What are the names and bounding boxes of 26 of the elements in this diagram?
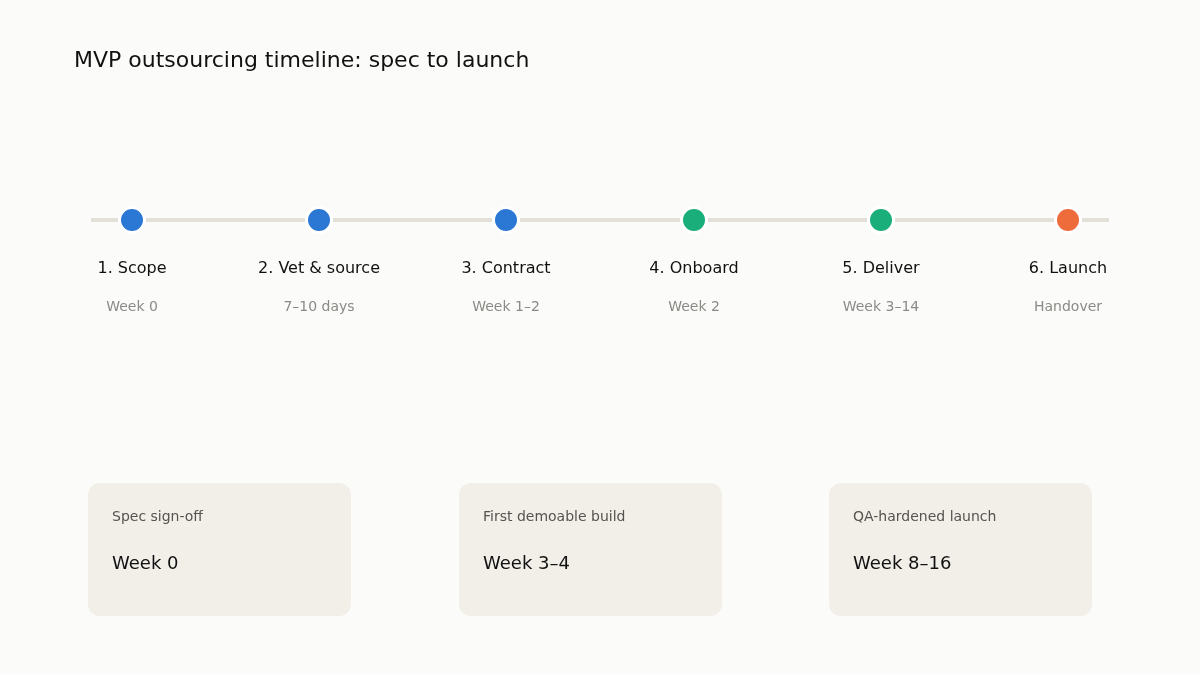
timeline-line xyxy=(895,218,1054,222)
duration-label: Week 0 xyxy=(106,297,158,315)
milestone-label: 3. Contract xyxy=(461,258,551,278)
card-caption: First demoable build xyxy=(483,507,626,525)
card-date: Week 8–16 xyxy=(853,552,952,574)
milestone-label: 2. Vet & source xyxy=(258,258,380,278)
duration-label: Week 3–14 xyxy=(842,297,920,315)
timeline-line xyxy=(333,218,492,222)
duration-label: Handover xyxy=(1033,297,1103,315)
timeline-line xyxy=(708,218,867,222)
timeline-line xyxy=(146,218,305,222)
timeline-line xyxy=(1082,218,1109,222)
milestone-label: 5. Deliver xyxy=(842,258,920,278)
milestone-label: 4. Onboard xyxy=(649,258,739,278)
card-caption: Spec sign-off xyxy=(112,507,203,525)
diagram-title: MVP outsourcing timeline: spec to launch xyxy=(74,46,530,74)
card-date: Week 3–4 xyxy=(483,552,570,574)
card-date: Week 0 xyxy=(112,552,179,574)
duration-label: Week 1–2 xyxy=(472,297,540,315)
milestone-label: 6. Launch xyxy=(1028,258,1108,278)
duration-label: Week 2 xyxy=(668,297,720,315)
timeline-line xyxy=(520,218,680,222)
milestone-label: 1. Scope xyxy=(97,258,167,278)
timeline-line xyxy=(91,218,118,222)
card-caption: QA-hardened launch xyxy=(853,507,997,525)
duration-label: 7–10 days xyxy=(283,297,355,315)
